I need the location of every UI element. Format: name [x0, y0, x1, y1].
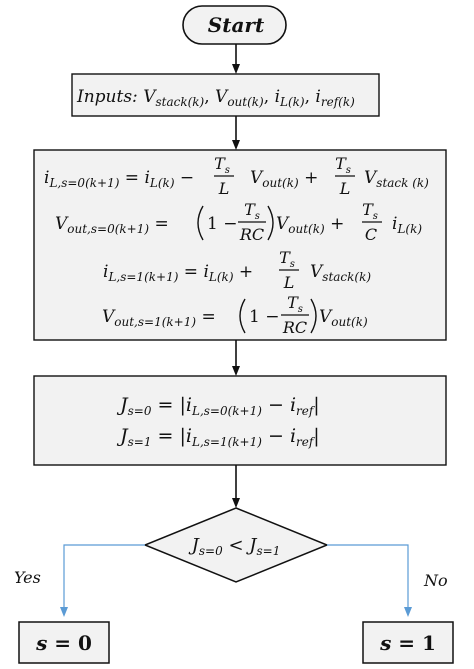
svg-text:Ts: Ts [362, 200, 378, 222]
svg-text:iL,s=0(k+1) = iL(k) −: iL,s=0(k+1) = iL(k) − [44, 168, 194, 190]
equation-4: Vout,s=1(k+1) = 1 − Ts RC Vout(k) [102, 293, 368, 337]
equation-1: iL,s=0(k+1) = iL(k) − Ts L Vout(k) + Ts … [44, 154, 429, 198]
cost-equation-j0: Js=0 = |iL,s=0(k+1) − iref| [116, 394, 320, 418]
svg-text:Vstack(k): Vstack(k) [310, 262, 371, 284]
svg-text:Js=0 = |iL,s=0(k+1) − iref|: Js=0 = |iL,s=0(k+1) − iref| [116, 394, 320, 418]
svg-text:1 −: 1 − [207, 214, 237, 234]
yes-label: Yes [14, 568, 41, 587]
svg-text:Ts: Ts [244, 200, 260, 222]
connector-no [327, 544, 412, 617]
svg-text:Ts: Ts [287, 293, 303, 315]
decision-diamond [143, 507, 329, 583]
output-no-box [362, 621, 454, 664]
decision-text: Js=0 < Js=1 [188, 535, 281, 558]
equation-2: Vout,s=0(k+1) = 1 − Ts RC Vout(k) + Ts C… [55, 200, 422, 244]
input-var-4-sym: i [315, 87, 320, 107]
model-box [33, 149, 447, 341]
output-no-text: s = 1 [379, 631, 436, 655]
input-var-1-sub: stack(k) [155, 95, 204, 109]
input-var-2-sub: out(k) [227, 95, 264, 109]
cost-box [33, 375, 447, 466]
output-yes-text: s = 0 [35, 631, 92, 655]
svg-text:Vout,s=1(k+1) =: Vout,s=1(k+1) = [102, 307, 216, 329]
svg-text:Vout,s=0(k+1) =: Vout,s=0(k+1) = [55, 214, 169, 236]
inputs-box [71, 73, 380, 117]
svg-text:L: L [339, 179, 351, 198]
start-node [182, 5, 287, 45]
inputs-text: Inputs: Vstack(k), Vout(k), iL(k), iref(… [76, 87, 355, 109]
svg-text:Js=1 = |iL,s=1(k+1) − iref|: Js=1 = |iL,s=1(k+1) − iref| [116, 425, 320, 449]
input-var-3-sub: L(k) [279, 95, 305, 109]
svg-text:L: L [283, 273, 295, 292]
svg-text:Vout(k) +: Vout(k) + [250, 168, 318, 190]
input-var-3-sym: i [275, 87, 280, 107]
svg-text:L: L [218, 179, 230, 198]
start-label: Start [208, 13, 265, 37]
svg-text:iL,s=1(k+1) = iL(k) +: iL,s=1(k+1) = iL(k) + [103, 262, 253, 284]
output-yes-box [18, 621, 110, 664]
no-label: No [423, 571, 448, 590]
svg-text:Vout(k) +: Vout(k) + [276, 214, 344, 236]
svg-text:RC: RC [282, 318, 307, 337]
svg-text:C: C [365, 225, 377, 244]
cost-equation-j1: Js=1 = |iL,s=1(k+1) − iref| [116, 425, 320, 449]
svg-text:RC: RC [239, 225, 264, 244]
svg-text:Ts: Ts [214, 154, 230, 176]
svg-text:Vstack (k): Vstack (k) [364, 168, 429, 190]
connector-yes [60, 544, 145, 617]
input-var-4-sub: ref(k) [321, 95, 355, 109]
svg-text:Ts: Ts [335, 154, 351, 176]
svg-text:iL(k): iL(k) [392, 214, 422, 236]
input-var-2-sym: V [215, 87, 229, 107]
svg-text:Vout(k): Vout(k) [319, 307, 368, 329]
svg-text:Ts: Ts [279, 248, 295, 270]
svg-text:1 −: 1 − [249, 307, 279, 327]
equation-3: iL,s=1(k+1) = iL(k) + Ts L Vstack(k) [103, 248, 371, 292]
inputs-label: Inputs: [76, 87, 138, 107]
input-var-1-sym: V [143, 87, 157, 107]
